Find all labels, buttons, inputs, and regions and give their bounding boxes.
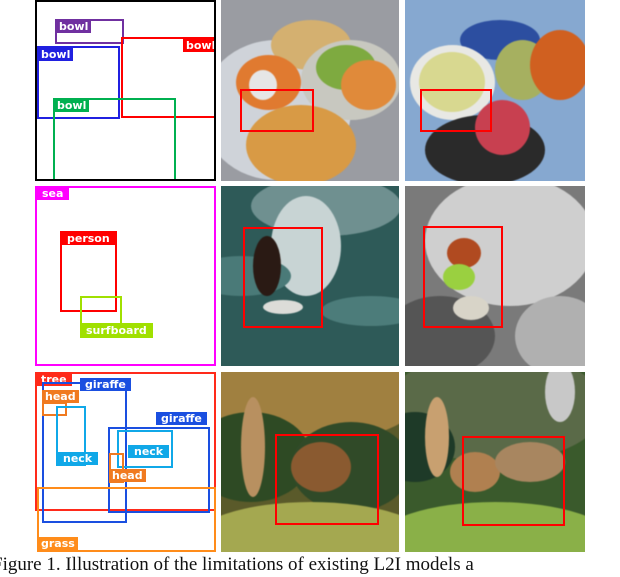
- bbox-grass: [37, 487, 216, 552]
- highlight-box: [462, 436, 565, 526]
- tag-person: person: [61, 232, 116, 245]
- highlight-box: [275, 434, 379, 525]
- tag-neck-left: neck: [57, 452, 99, 465]
- generated-image-surfing-1: [221, 186, 399, 366]
- tag-giraffe-left: giraffe: [80, 378, 131, 391]
- bbox-sea: [35, 186, 216, 366]
- generated-image-bowls-1: [221, 0, 399, 181]
- tag-bowl-blue: bowl: [38, 48, 74, 61]
- generated-image-bowls-2: [405, 0, 585, 181]
- bbox-surfboard: [80, 296, 122, 326]
- tag-bowl-green: bowl: [54, 99, 90, 112]
- generated-image-surfing-2: [405, 186, 585, 366]
- tag-bowl-purple: bowl: [56, 20, 92, 33]
- bbox-neck-right: [117, 430, 173, 468]
- tag-head-right: head: [109, 469, 146, 482]
- bbox-head-right: [109, 453, 124, 483]
- layout-panel-surfing: sea person surfboard: [35, 186, 216, 366]
- bbox-bowl-green: [53, 98, 176, 179]
- layout-panel-giraffes: tree giraffe head giraffe neck neck head…: [35, 372, 216, 552]
- highlight-box: [243, 227, 323, 328]
- highlight-box: [423, 226, 503, 328]
- tag-grass: grass: [38, 537, 78, 550]
- tag-bowl-red: bowl: [183, 39, 214, 52]
- bbox-bowl-red: [121, 37, 214, 118]
- bbox-head-left: [42, 402, 67, 416]
- tag-sea: sea: [36, 187, 70, 200]
- bbox-neck-left: [56, 406, 86, 466]
- tag-neck-right: neck: [128, 445, 170, 458]
- layout-panel-bowls: bowl bowl bowl bowl: [35, 0, 216, 181]
- figure-caption: Figure 1. Illustration of the limitation…: [0, 554, 474, 575]
- highlight-box: [240, 89, 314, 132]
- tag-surfboard: surfboard: [80, 323, 153, 338]
- tag-giraffe-right: giraffe: [156, 412, 207, 425]
- highlight-box: [420, 89, 492, 132]
- generated-image-giraffes-1: [221, 372, 399, 552]
- tag-head-left: head: [42, 390, 79, 403]
- bbox-bowl-blue: [37, 46, 120, 119]
- generated-image-giraffes-2: [405, 372, 585, 552]
